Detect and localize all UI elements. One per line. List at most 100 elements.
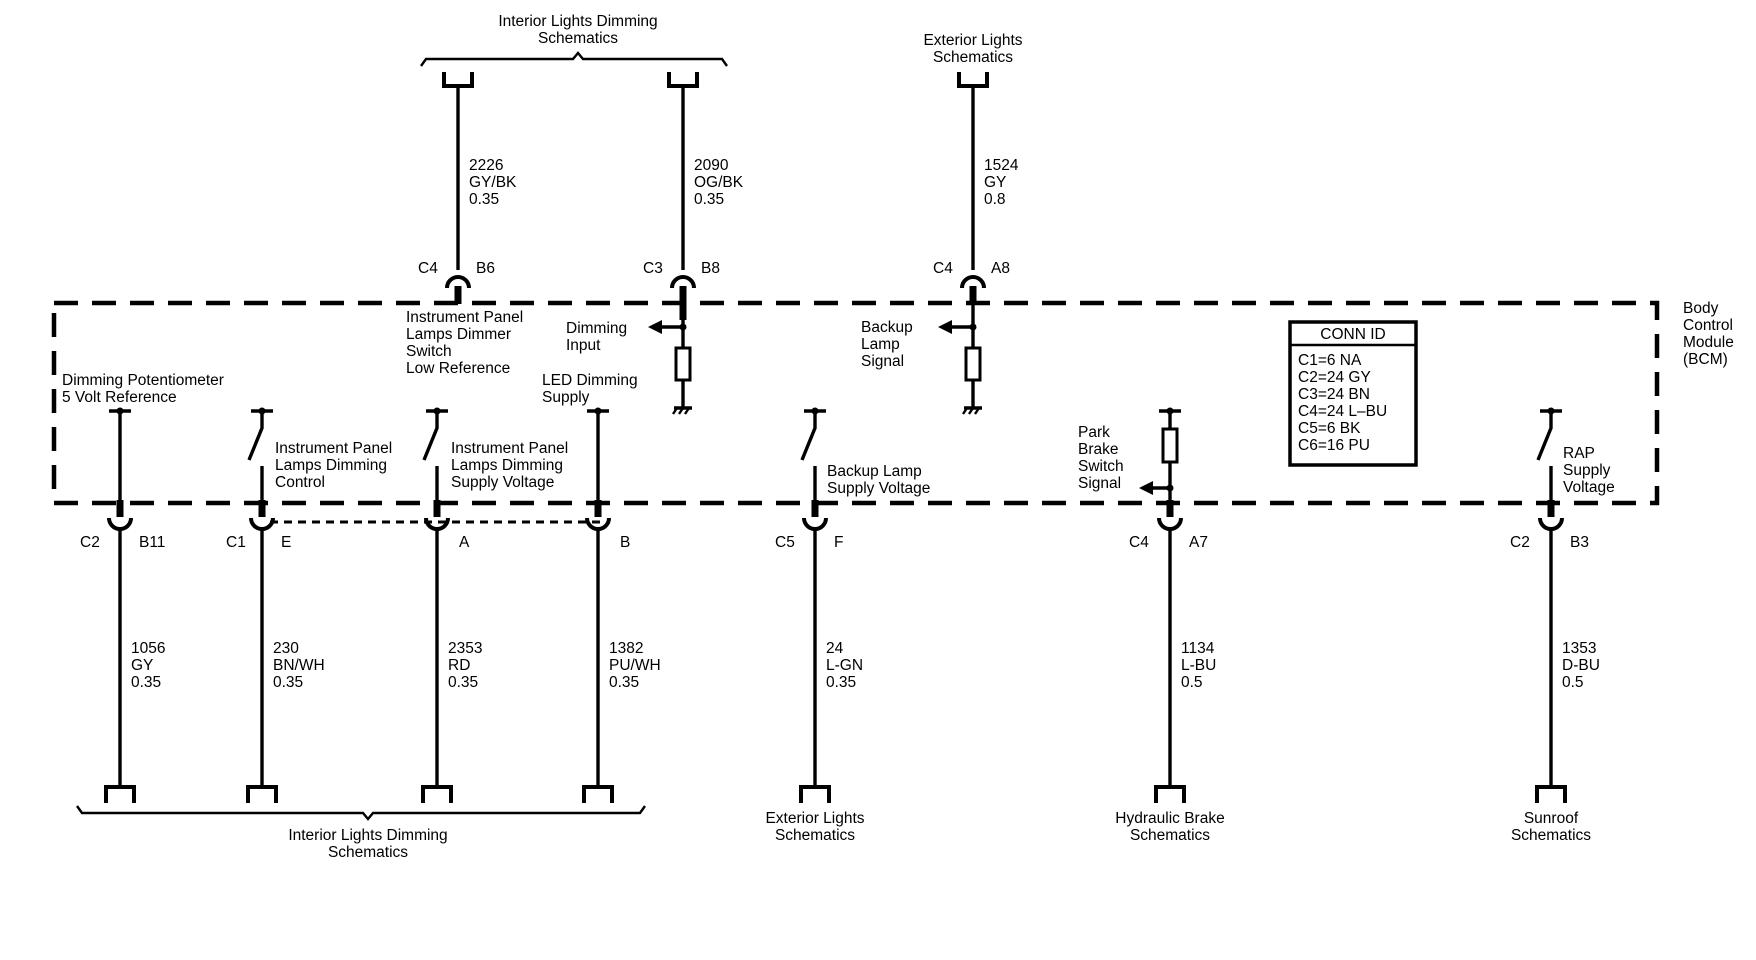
circuit-number: 1524 [984,157,1019,174]
switch-contact-icon [247,411,264,461]
signal-label-line: Instrument Panel [451,440,568,457]
connector-terminal-icon [585,517,611,531]
wire-gauge: 0.35 [609,674,639,691]
bottom-circuit-230[interactable]: Instrument Panel Lamps Dimming Control C… [226,407,392,804]
pin-id: B8 [701,260,720,277]
wire-color: OG/BK [694,174,744,191]
top-circuit-2090[interactable]: 2090 OG/BK 0.35 C3 B8 Dimming Input [566,72,744,415]
connector-terminal-icon [1157,517,1183,531]
signal-label-line: Supply [542,389,590,406]
top-group-interior-lights[interactable]: Interior Lights Dimming Schematics [420,13,728,67]
group-label-line: Schematics [1130,827,1210,844]
pin-id: B3 [1570,534,1589,551]
conn-id-table: CONN ID C1=6 NA C2=24 GY C3=24 BN C4=24 … [1288,320,1418,467]
pin-id: B [620,534,630,551]
signal-label-line: Lamps Dimming [275,457,387,474]
harness-connector-icon [667,72,699,88]
resistor-icon [1161,427,1179,464]
group-label-line: Schematics [1511,827,1591,844]
bottom-circuit-1134[interactable]: Park Brake Switch Signal C4 A7 1134 L-BU… [1078,407,1216,804]
circuit-number: 1353 [1562,640,1596,657]
connector-id: C2 [1510,534,1530,551]
signal-label-line: Backup [861,319,913,336]
module-label-line: Control [1683,317,1733,334]
group-label-line: Schematics [538,30,618,47]
bottom-circuit-1353[interactable]: RAP Supply Voltage C2 B3 1353 D-BU 0.5 [1510,407,1615,804]
connector-id: C5 [775,534,795,551]
harness-connector-icon [957,72,989,88]
bottom-group-interior-lights[interactable]: Interior Lights Dimming Schematics [76,805,646,861]
bottom-circuit-2353[interactable]: Instrument Panel Lamps Dimming Supply Vo… [421,407,568,804]
bcm-module-boundary [51,300,1660,506]
circuit-number: 1056 [131,640,165,657]
bottom-group-sunroof[interactable]: Sunroof Schematics [1511,810,1591,844]
wire-color: RD [448,657,470,674]
bottom-group-hydraulic-brake[interactable]: Hydraulic Brake Schematics [1115,810,1224,844]
signal-label-line: RAP [1563,445,1595,462]
wire-color: L-BU [1181,657,1216,674]
connector-terminal-icon [445,275,471,289]
top-circuit-2226[interactable]: 2226 GY/BK 0.35 C4 B6 Instrument Panel L… [406,72,523,377]
harness-connector-icon [1535,785,1567,803]
top-group-exterior-lights[interactable]: Exterior Lights Schematics [923,32,1022,66]
module-label-line: (BCM) [1683,351,1728,368]
signal-label-line: Low Reference [406,360,510,377]
group-brace [420,51,728,67]
pin-id: B11 [139,534,165,551]
group-label-line: Schematics [933,49,1013,66]
harness-connector-icon [1154,785,1186,803]
group-label-line: Hydraulic Brake [1115,810,1224,827]
resistor-icon [674,346,692,382]
connector-id: C3 [643,260,663,277]
conn-id-row: C3=24 BN [1298,386,1370,403]
module-label-line: Body [1683,300,1719,317]
signal-label-line: Supply Voltage [451,474,554,491]
signal-label-line: Dimming Potentiometer [62,372,224,389]
signal-label-line: Switch [1078,458,1124,475]
connector-terminal-icon [424,517,450,531]
conn-id-row: C5=6 BK [1298,420,1361,437]
harness-connector-icon [799,785,831,803]
bottom-group-exterior-lights[interactable]: Exterior Lights Schematics [765,810,864,844]
group-label-line: Schematics [775,827,855,844]
bottom-circuit-24[interactable]: Backup Lamp Supply Voltage C5 F 24 L-GN … [775,407,930,804]
connector-terminal-icon [107,517,133,531]
circuit-number: 230 [273,640,299,657]
group-label-line: Interior Lights Dimming [498,13,657,30]
connector-terminal-icon [249,517,275,531]
circuit-number: 2090 [694,157,729,174]
conn-id-row: C2=24 GY [1298,369,1371,386]
connector-terminal-icon [960,275,986,289]
circuit-number: 2353 [448,640,482,657]
wire-gauge: 0.5 [1181,674,1203,691]
signal-label-line: Lamps Dimming [451,457,563,474]
pin-id: B6 [476,260,495,277]
bottom-circuit-1056[interactable]: Dimming Potentiometer 5 Volt Reference C… [62,372,224,803]
group-label-line: Exterior Lights [765,810,864,827]
harness-connector-icon [104,785,136,803]
wire-color: GY/BK [469,174,517,191]
signal-label-line: Supply Voltage [827,480,930,497]
wire-color: GY [131,657,153,674]
signal-label-line: Instrument Panel [275,440,392,457]
harness-connector-icon [421,785,453,803]
wire-color: BN/WH [273,657,325,674]
signal-label-line: Lamp [861,336,900,353]
bottom-circuit-1382[interactable]: LED Dimming Supply B 1382 PU/WH 0.35 [542,372,661,803]
conn-id-title: CONN ID [1320,326,1385,343]
wire-gauge: 0.35 [694,191,724,208]
top-circuit-1524[interactable]: 1524 GY 0.8 C4 A8 Backup Lamp Signal [861,72,1019,415]
pin-id: E [281,534,291,551]
switch-contact-icon [1536,411,1553,461]
signal-label-line: Lamps Dimmer [406,326,511,343]
signal-label-line: Signal [1078,475,1121,492]
wire-color: GY [984,174,1006,191]
signal-arrow-icon [648,320,662,334]
wire-color: D-BU [1562,657,1600,674]
signal-label-line: LED Dimming [542,372,638,389]
signal-label-line: Instrument Panel [406,309,523,326]
wire-gauge: 0.35 [131,674,161,691]
harness-connector-icon [246,785,278,803]
harness-connector-icon [442,72,474,88]
